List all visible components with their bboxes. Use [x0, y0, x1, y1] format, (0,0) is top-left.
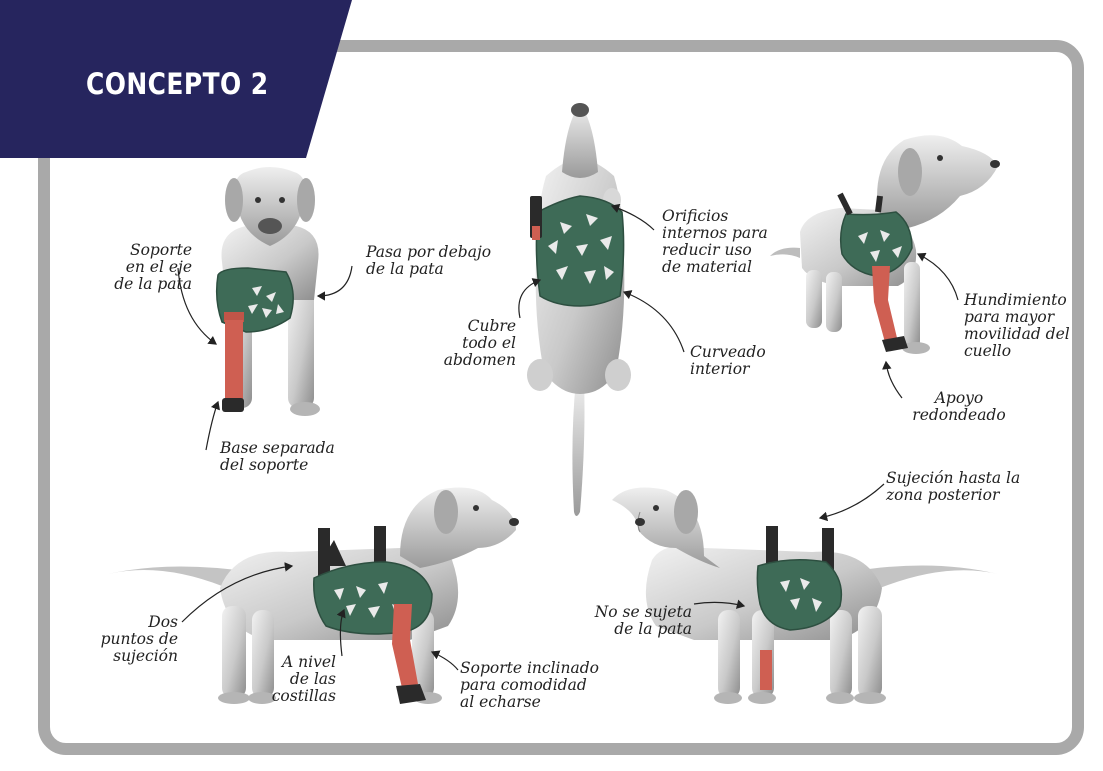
top-view-dog — [527, 103, 631, 516]
front-view-support — [222, 312, 244, 412]
soporte-inclinado-label: Soporte inclinado para comodidad al echa… — [460, 660, 599, 711]
apoyo-label: Apoyo redondeado — [904, 390, 1014, 424]
no-sujeta-label: No se sujeta de la pata — [576, 604, 692, 638]
label-line: A nivel — [240, 654, 336, 671]
curveado-label: Curveado interior — [690, 344, 766, 378]
dos-puntos-label: Dos puntos de sujeción — [82, 614, 178, 665]
cubre-abdomen-label: Cubre todo el abdomen — [420, 318, 516, 369]
label-line: Orificios — [662, 208, 768, 225]
side-right-harness — [757, 526, 841, 630]
label-line: para comodidad — [460, 677, 599, 694]
label-line: redondeado — [904, 407, 1014, 424]
sujecion-posterior-label: Sujeción hasta la zona posterior — [886, 470, 1020, 504]
label-line: reducir uso — [662, 242, 768, 259]
label-line: sujeción — [82, 648, 178, 665]
label-line: de la pata — [576, 621, 692, 638]
top-view-harness — [530, 196, 624, 306]
label-line: Curveado — [690, 344, 766, 361]
label-line: cuello — [964, 343, 1070, 360]
nivel-costillas-label: A nivel de las costillas — [240, 654, 336, 705]
label-line: Base separada — [220, 440, 335, 457]
label-line: Apoyo — [904, 390, 1014, 407]
label-line: Soporte — [96, 242, 192, 259]
label-line: de material — [662, 259, 768, 276]
label-line: zona posterior — [886, 487, 1020, 504]
label-line: Hundimiento — [964, 292, 1070, 309]
label-line: interior — [690, 361, 766, 378]
label-line: internos para — [662, 225, 768, 242]
orificios-label: Orificios internos para reducir uso de m… — [662, 208, 768, 276]
soporte-eje-label: Soporte en el eje de la pata — [96, 242, 192, 293]
label-line: de la pata — [96, 276, 192, 293]
base-separada-label: Base separada del soporte — [220, 440, 335, 474]
label-line: Sujeción hasta la — [886, 470, 1020, 487]
label-line: en el eje — [96, 259, 192, 276]
label-line: puntos de — [82, 631, 178, 648]
hundimiento-label: Hundimiento para mayor movilidad del cue… — [964, 292, 1070, 360]
label-line: de la pata — [366, 261, 491, 278]
label-line: Cubre — [420, 318, 516, 335]
label-line: movilidad del — [964, 326, 1070, 343]
label-line: de las — [240, 671, 336, 688]
label-line: Pasa por debajo — [366, 244, 491, 261]
label-line: costillas — [240, 688, 336, 705]
label-line: del soporte — [220, 457, 335, 474]
label-line: Soporte inclinado — [460, 660, 599, 677]
label-line: Dos — [82, 614, 178, 631]
label-line: No se sujeta — [576, 604, 692, 621]
pasa-debajo-label: Pasa por debajo de la pata — [366, 244, 491, 278]
label-line: para mayor — [964, 309, 1070, 326]
label-line: abdomen — [420, 352, 516, 369]
label-line: al echarse — [460, 694, 599, 711]
label-line: todo el — [420, 335, 516, 352]
